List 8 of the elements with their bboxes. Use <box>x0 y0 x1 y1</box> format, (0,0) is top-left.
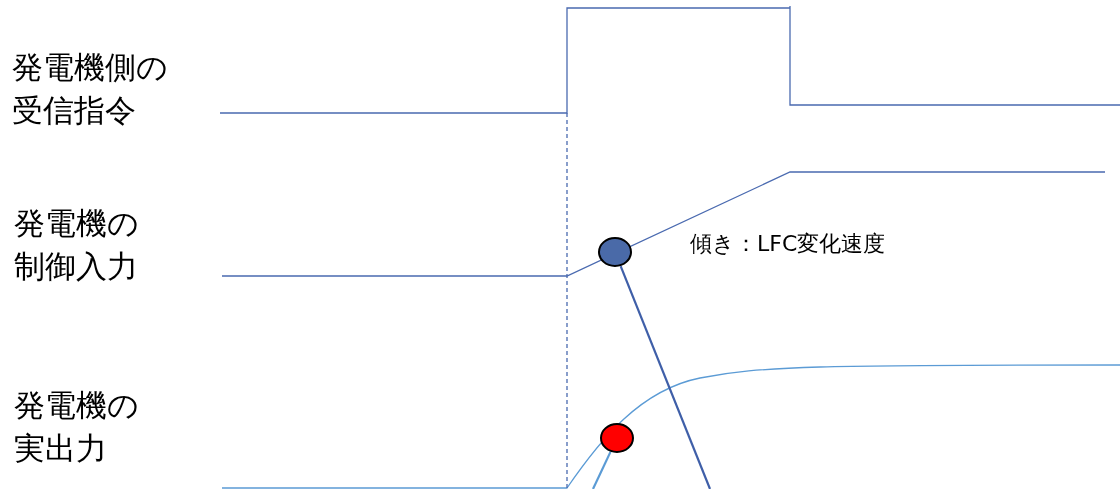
signal-label: 発電機の制御入力 <box>14 204 140 286</box>
slope-note: 傾き：LFC変化速度 <box>690 230 886 258</box>
signal-label: 発電機側の受信指令 <box>12 48 169 130</box>
signal-label: 発電機の実出力 <box>14 386 140 468</box>
leader-line <box>619 265 712 489</box>
leader-line <box>592 451 612 489</box>
dot-marker <box>598 237 632 267</box>
dot-marker <box>600 423 634 453</box>
